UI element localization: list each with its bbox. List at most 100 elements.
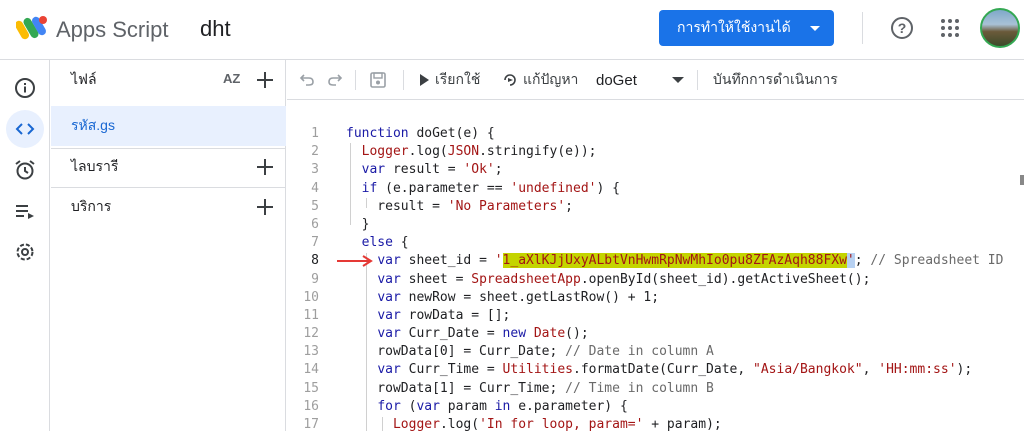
code-line[interactable]: 1 function doGet(e) { [287, 125, 1024, 143]
save-icon [370, 72, 386, 88]
code-line[interactable]: 13 rowData[0] = Curr_Date; // Date in co… [287, 343, 1024, 361]
code-line[interactable]: 7 else { [287, 234, 1024, 252]
settings-button[interactable] [6, 233, 44, 271]
code-text[interactable]: rowData[1] = Curr_Time; // Time in colum… [346, 380, 714, 396]
chevron-down-icon [810, 26, 820, 31]
google-apps-icon[interactable] [941, 19, 959, 37]
code-text[interactable]: for (var param in e.parameter) { [377, 398, 628, 414]
line-number: 15 [303, 380, 319, 396]
avatar[interactable] [980, 8, 1020, 48]
indent-guide [366, 253, 367, 431]
libraries-row[interactable]: ไลบรารี [51, 147, 286, 187]
code-text[interactable]: result = 'No Parameters'; [346, 198, 573, 214]
deploy-button[interactable]: การทำให้ใช้งานได้ [659, 10, 834, 46]
code-line[interactable]: 9 var sheet = SpreadsheetApp.openById(sh… [287, 271, 1024, 289]
redo-button[interactable] [327, 60, 343, 100]
help-icon[interactable]: ? [891, 17, 913, 39]
code-line[interactable]: 15 rowData[1] = Curr_Time; // Time in co… [287, 380, 1024, 398]
apps-script-logo[interactable] [15, 14, 50, 44]
alarm-icon [15, 160, 35, 180]
run-button[interactable]: เรียกใช้ [420, 60, 480, 100]
code-text[interactable]: var sheet_id = '1_aXlKJjUxyALbtVnHwmRpNw… [377, 253, 1004, 269]
add-file-icon[interactable] [257, 72, 273, 88]
execution-log-button[interactable]: บันทึกการดำเนินการ [713, 60, 838, 100]
toolbar-divider [355, 70, 356, 90]
code-text[interactable]: var rowData = []; [377, 307, 511, 323]
services-row[interactable]: บริการ [51, 187, 286, 227]
indent-guide [366, 198, 367, 208]
code-line[interactable]: 16 for (var param in e.parameter) { [287, 398, 1024, 416]
line-number: 14 [303, 362, 319, 378]
indent-guide [350, 143, 351, 225]
divider [51, 148, 286, 149]
code-line[interactable]: 10 var newRow = sheet.getLastRow() + 1; [287, 289, 1024, 307]
scrollbar-marker[interactable] [1020, 175, 1024, 185]
top-bar: Apps Script dht การทำให้ใช้งานได้ ? [0, 0, 1024, 60]
code-line[interactable]: 6 } [287, 216, 1024, 234]
code-text[interactable]: var Curr_Time = Utilities.formatDate(Cur… [377, 362, 973, 378]
file-item[interactable]: รหัส.gs [51, 106, 286, 146]
app-name[interactable]: Apps Script [56, 17, 169, 42]
executions-icon [16, 205, 34, 219]
function-select-caret[interactable] [672, 60, 684, 100]
debug-button[interactable]: แก้ปัญหา [501, 60, 578, 100]
debug-icon [504, 74, 516, 86]
redo-icon [328, 74, 343, 86]
annotation-arrow [337, 255, 373, 267]
line-number: 2 [311, 144, 319, 160]
code-text[interactable]: var sheet = SpreadsheetApp.openById(shee… [377, 271, 871, 287]
line-number: 1 [311, 126, 319, 141]
gear-icon [16, 243, 34, 261]
code-line[interactable]: 17 Logger.log('In for loop, param=' + pa… [287, 416, 1024, 431]
code-text[interactable]: var Curr_Date = new Date(); [377, 326, 589, 342]
code-text[interactable]: var newRow = sheet.getLastRow() + 1; [377, 289, 660, 305]
play-icon [420, 74, 429, 86]
header-divider [862, 12, 863, 44]
run-label: เรียกใช้ [435, 71, 481, 87]
code-line[interactable]: 5 result = 'No Parameters'; [287, 198, 1024, 216]
line-number: 9 [311, 271, 319, 287]
overview-button[interactable] [6, 69, 44, 107]
code-text[interactable]: rowData[0] = Curr_Date; // Date in colum… [346, 344, 714, 360]
code-line[interactable]: 3 var result = 'Ok'; [287, 161, 1024, 179]
code-line[interactable]: 14 var Curr_Time = Utilities.formatDate(… [287, 361, 1024, 379]
function-select-value: doGet [596, 71, 637, 89]
code-text[interactable]: else { [361, 235, 409, 251]
add-service-icon[interactable] [257, 199, 273, 215]
code-text[interactable]: var result = 'Ok'; [361, 162, 503, 178]
libraries-label: ไลบรารี [71, 158, 119, 174]
add-library-icon[interactable] [257, 159, 273, 175]
undo-button[interactable] [299, 60, 315, 100]
deploy-button-label: การทำให้ใช้งานได้ [677, 19, 791, 35]
code-line[interactable]: 4 if (e.parameter == 'undefined') { [287, 180, 1024, 198]
code-text[interactable]: if (e.parameter == 'undefined') { [361, 180, 620, 196]
code-line[interactable]: 8 var sheet_id = '1_aXlKJjUxyALbtVnHwmRp… [287, 252, 1024, 270]
files-header: ไฟล์ [51, 60, 286, 100]
line-number: 17 [303, 417, 319, 431]
code-lines[interactable]: 1 function doGet(e) { 2 Logger.log(JSON.st… [287, 125, 1024, 431]
editor-button[interactable] [6, 110, 44, 148]
debug-label: แก้ปัญหา [523, 71, 579, 87]
function-select[interactable]: doGet [596, 60, 637, 100]
left-rail [0, 60, 50, 431]
services-label: บริการ [71, 198, 112, 214]
editor-toolbar: เรียกใช้ แก้ปัญหา doGet บันทึกการดำเนินก… [287, 60, 1024, 100]
line-number: 8 [311, 253, 319, 269]
line-number: 7 [311, 235, 319, 251]
code-text[interactable]: } [346, 216, 370, 232]
indent-guide [382, 417, 383, 431]
code-line[interactable]: 11 var rowData = []; [287, 307, 1024, 325]
triggers-button[interactable] [6, 151, 44, 189]
sort-az-icon[interactable]: AZ [223, 71, 241, 86]
chevron-down-icon [672, 77, 684, 83]
code-text[interactable]: Logger.log('In for loop, param=' + param… [392, 417, 722, 431]
save-button[interactable] [369, 60, 387, 100]
code-text[interactable]: function doGet(e) { [346, 126, 495, 141]
code-editor[interactable]: 1 function doGet(e) { 2 Logger.log(JSON.st… [287, 101, 1024, 431]
toolbar-divider [403, 70, 404, 90]
executions-button[interactable] [6, 192, 44, 230]
code-text[interactable]: Logger.log(JSON.stringify(e)); [361, 144, 597, 160]
code-line[interactable]: 12 var Curr_Date = new Date(); [287, 325, 1024, 343]
code-line[interactable]: 2 Logger.log(JSON.stringify(e)); [287, 143, 1024, 161]
project-title[interactable]: dht [200, 16, 231, 41]
